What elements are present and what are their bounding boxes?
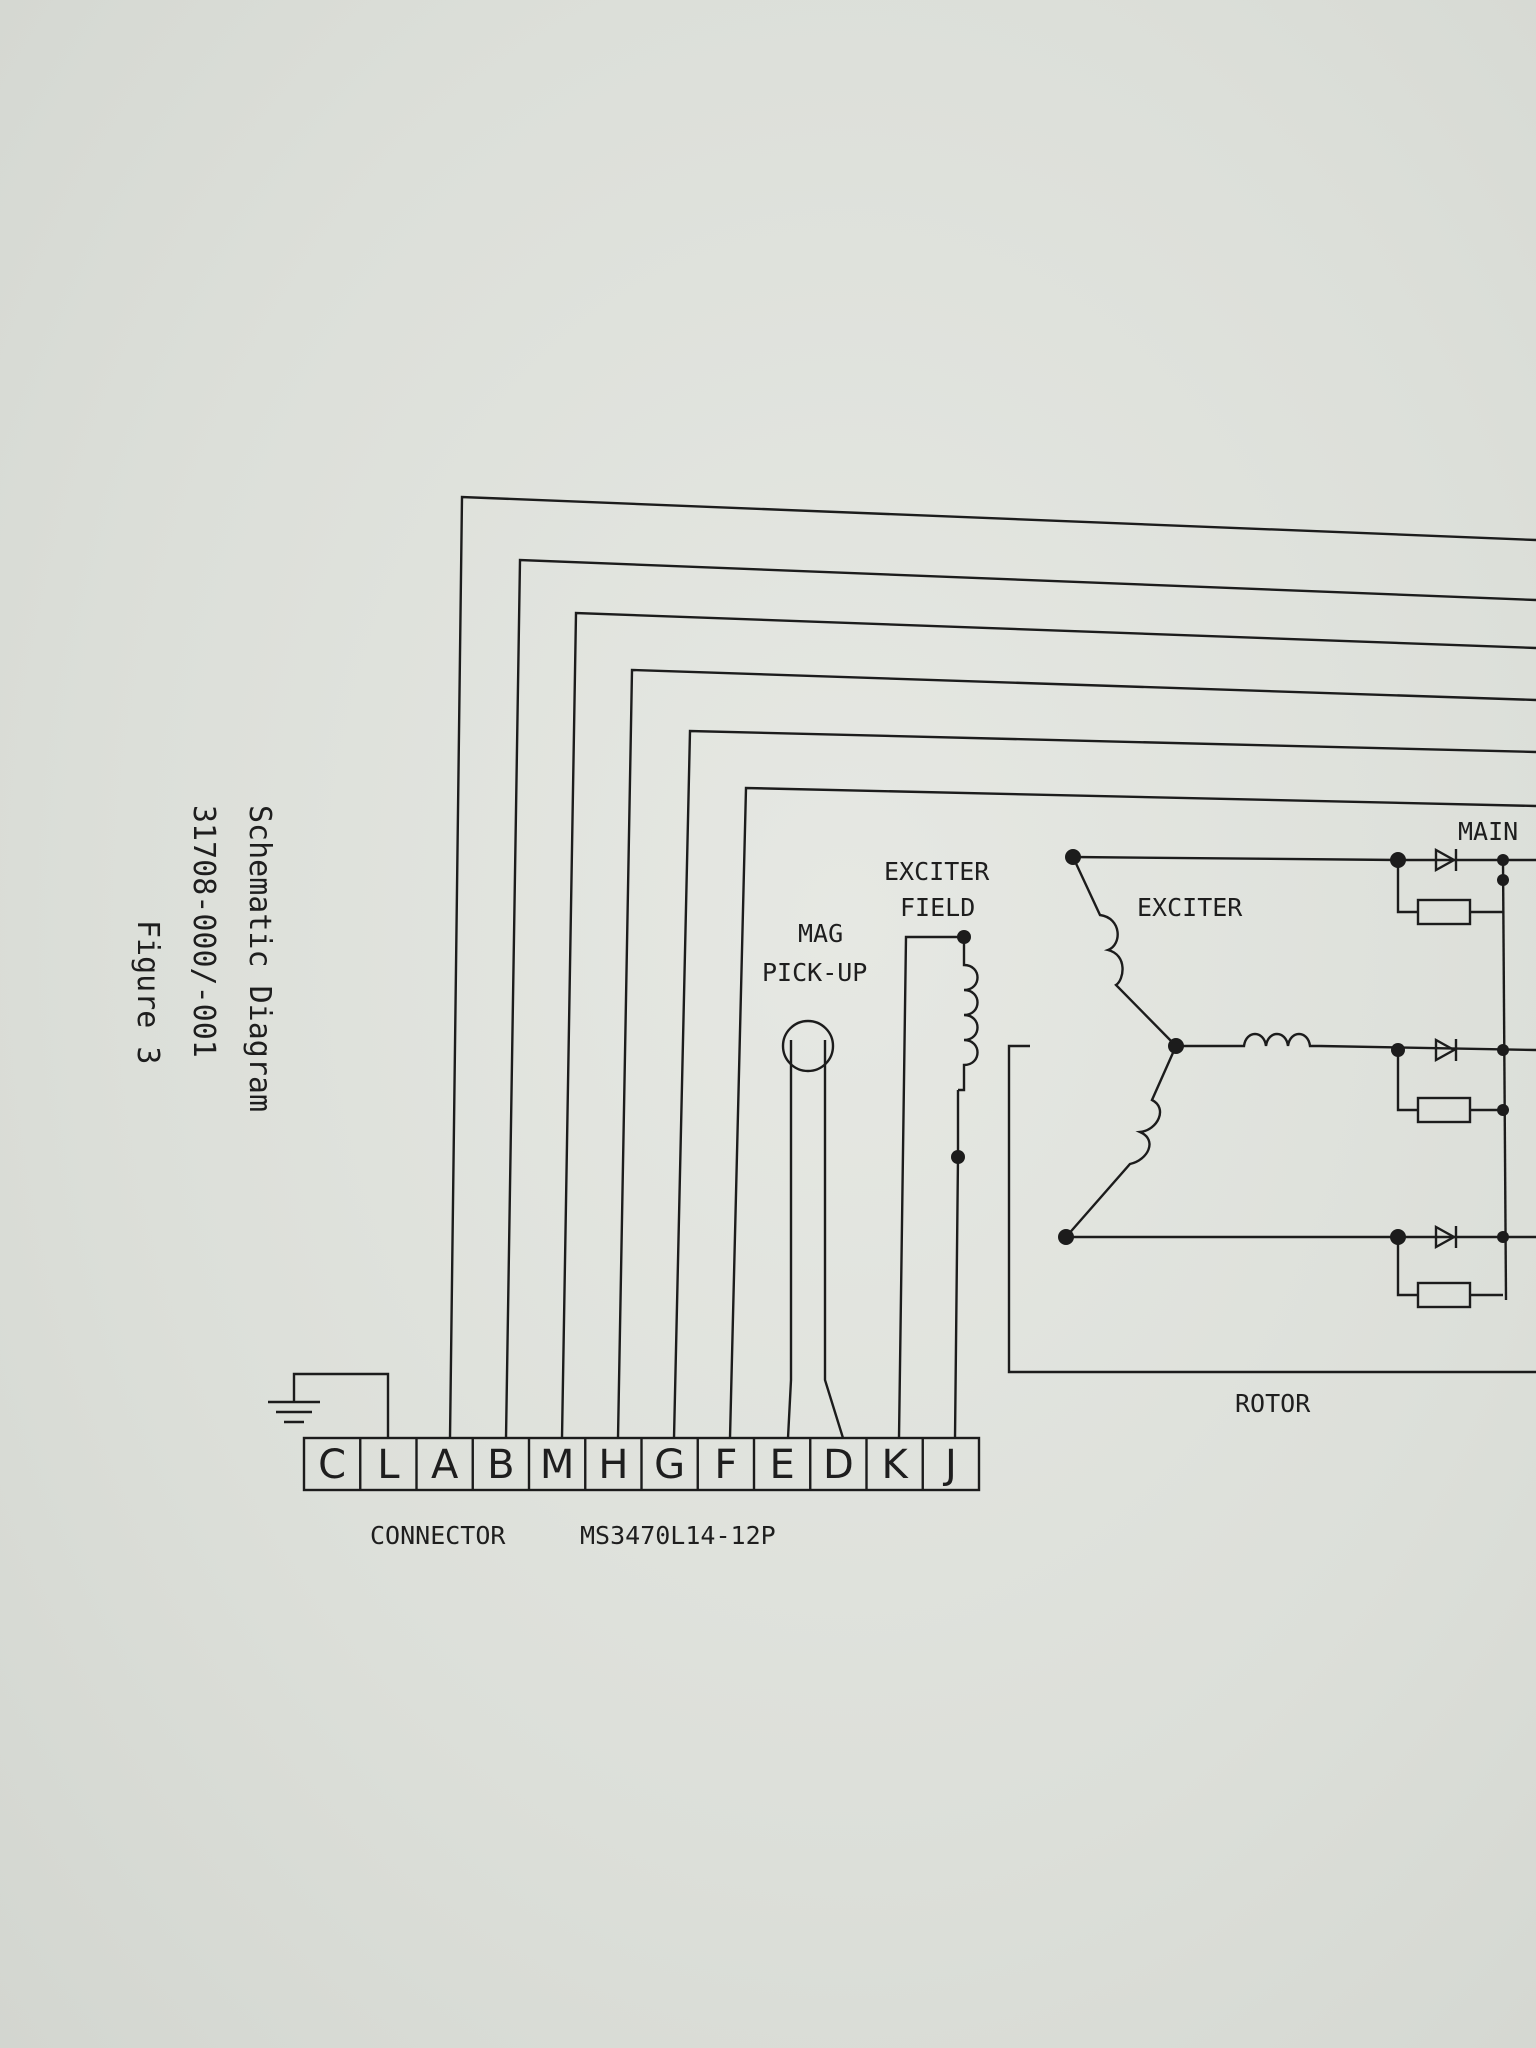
- pickup-label: PICK-UP: [762, 958, 867, 987]
- connector-pin-k: K: [882, 1442, 910, 1488]
- rotor-label: ROTOR: [1235, 1389, 1311, 1418]
- pickup-coil-icon: [781, 1019, 835, 1073]
- diagram-title: Schematic Diagram: [242, 805, 277, 1112]
- main-label: MAIN: [1458, 817, 1518, 846]
- mag-label: MAG: [798, 919, 843, 948]
- exciter-field: EXCITER FIELD: [884, 857, 990, 1439]
- connector-pin-b: B: [487, 1442, 514, 1488]
- title-block: Schematic Diagram 31708-000/-001 Figure …: [130, 805, 277, 1112]
- ground-icon: [268, 1372, 390, 1438]
- harness-wires: [448, 495, 1536, 1439]
- exciter-label: EXCITER: [1137, 893, 1243, 922]
- resistor-icon: [1416, 1096, 1472, 1124]
- connector-pin-h: H: [598, 1442, 628, 1488]
- connector-pin-l: L: [377, 1442, 400, 1488]
- diode-icon: [1434, 847, 1458, 1250]
- mag-pickup: MAG PICK-UP: [762, 919, 867, 1439]
- connector-pin-e: E: [769, 1442, 794, 1488]
- exciter-field-label-1: EXCITER: [884, 857, 990, 886]
- rotor-outline: ROTOR: [1007, 1044, 1536, 1418]
- exciter-winding: EXCITER: [1058, 849, 1320, 1245]
- connector-pin-m: M: [540, 1442, 575, 1488]
- main-rectifier: MAIN: [1066, 817, 1536, 1309]
- connector-pin-c: C: [318, 1442, 346, 1488]
- connector-pin-f: F: [714, 1442, 737, 1488]
- resistor-icon: [1416, 1281, 1472, 1309]
- part-number: 31708-000/-001: [186, 805, 221, 1058]
- resistor-icon: [1416, 898, 1472, 926]
- connector-pin-j: J: [942, 1442, 957, 1488]
- connector-pin-a: A: [431, 1442, 459, 1488]
- connector-label: CONNECTOR: [370, 1521, 506, 1550]
- figure-label: Figure 3: [130, 920, 165, 1065]
- connector-part: MS3470L14-12P: [580, 1521, 776, 1550]
- connector-pin-g: G: [654, 1442, 685, 1488]
- exciter-field-label-2: FIELD: [900, 893, 975, 922]
- connector-pin-d: D: [823, 1442, 854, 1488]
